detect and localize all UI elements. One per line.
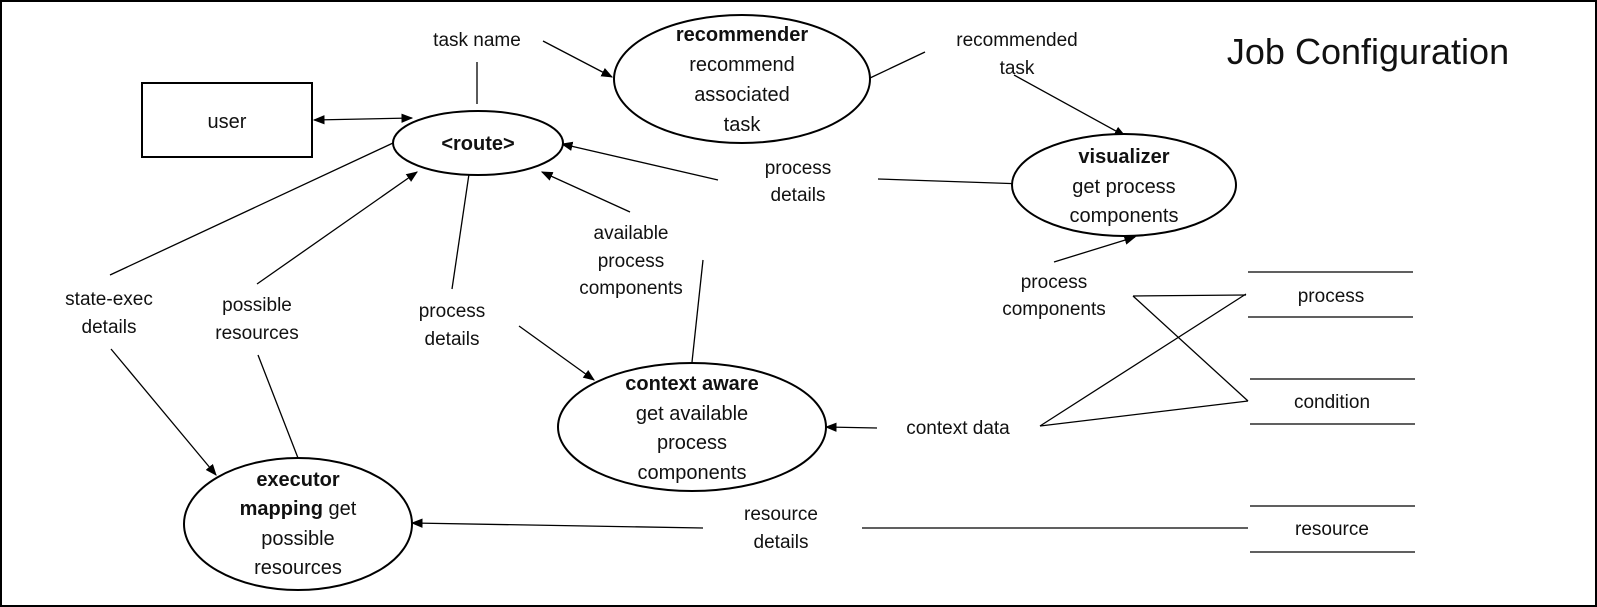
- edge-recommender-rectask: [869, 51, 926, 79]
- edge-rectask-visualizer: [1013, 74, 1127, 137]
- flow-process-details-top-2: details: [771, 185, 826, 206]
- edge-contextdata-contextaware: [824, 422, 878, 432]
- user-node: [141, 82, 313, 158]
- edge-condition-contextdata: [1039, 400, 1249, 427]
- flow-context-data: context data: [906, 418, 1010, 439]
- user-label: user: [208, 111, 247, 133]
- edge-procdetails2-contextaware: [518, 325, 595, 381]
- executor-line-1: possible: [261, 528, 334, 550]
- flow-recommended-task-1: recommended: [956, 30, 1077, 51]
- context-aware-line-2: process: [657, 432, 727, 454]
- flow-available-components-2: process: [598, 251, 665, 272]
- flow-available-components-3: components: [579, 278, 683, 299]
- context-aware-line-3: components: [638, 462, 747, 484]
- context-aware-node: [557, 362, 827, 492]
- recommender-line-1: recommend: [689, 54, 795, 76]
- flow-process-components-2: components: [1002, 299, 1106, 320]
- executor-name-2: mapping: [240, 498, 323, 520]
- flow-state-exec-1: state-exec: [65, 289, 153, 310]
- context-aware-line-1: get available: [636, 403, 748, 425]
- edge-contextaware-availcomp: [691, 259, 704, 363]
- flow-process-details-mid-2: details: [425, 329, 480, 350]
- flow-possible-resources-1: possible: [222, 295, 292, 316]
- executor-mapping-node: [183, 457, 413, 591]
- recommender-line-2: associated: [694, 84, 790, 106]
- edge-procdetails-route: [560, 141, 719, 181]
- edge-resdetails-executor: [410, 518, 704, 529]
- edge-stateexec-executor: [110, 348, 217, 476]
- edge-cross-condition: [1132, 295, 1249, 402]
- process-store-label: process: [1298, 286, 1365, 307]
- edge-route-stateexec: [109, 142, 394, 276]
- visualizer-line-2: components: [1070, 205, 1179, 227]
- edge-possres-route: [256, 171, 418, 285]
- flow-resource-details-2: details: [754, 532, 809, 553]
- edge-taskname-recommender: [542, 40, 614, 78]
- visualizer-line-1: get process: [1072, 176, 1175, 198]
- flow-recommended-task-2: task: [1000, 58, 1035, 79]
- context-aware-name: context aware: [625, 373, 758, 395]
- recommender-line-3: task: [724, 114, 762, 136]
- route-label: <route>: [441, 133, 514, 155]
- executor-line-mapping: mapping get: [240, 498, 357, 520]
- flow-process-components-1: process: [1021, 272, 1088, 293]
- flow-possible-resources-2: resources: [215, 323, 298, 344]
- edge-proccomp-visualizer: [1053, 235, 1137, 263]
- edge-visualizer-procdetails: [877, 178, 1025, 185]
- flow-process-details-top-1: process: [765, 158, 832, 179]
- flow-available-components-1: available: [594, 223, 669, 244]
- executor-inline-suffix: get: [323, 498, 357, 520]
- visualizer-node: [1011, 133, 1237, 237]
- recommender-node: [613, 14, 871, 144]
- edge-processstore-contextdata: [1039, 293, 1247, 427]
- route-node: [392, 110, 564, 176]
- visualizer-name: visualizer: [1078, 146, 1169, 168]
- resource-store-label: resource: [1295, 519, 1369, 540]
- edge-availcomp-route: [540, 171, 631, 213]
- flow-process-details-mid-1: process: [419, 301, 486, 322]
- edge-user-route: [312, 113, 414, 125]
- flow-resource-details-1: resource: [744, 504, 818, 525]
- recommender-name: recommender: [676, 24, 808, 46]
- executor-name-1: executor: [256, 469, 340, 491]
- flow-state-exec-2: details: [82, 317, 137, 338]
- condition-store-label: condition: [1294, 392, 1370, 413]
- edge-processstore-cross: [1132, 294, 1247, 297]
- diagram-title: Job Configuration: [1227, 31, 1509, 72]
- edge-executor-possres: [257, 354, 299, 459]
- edge-route-procdetails2: [451, 173, 470, 290]
- executor-line-2: resources: [254, 557, 342, 579]
- flow-task-name: task name: [433, 30, 521, 51]
